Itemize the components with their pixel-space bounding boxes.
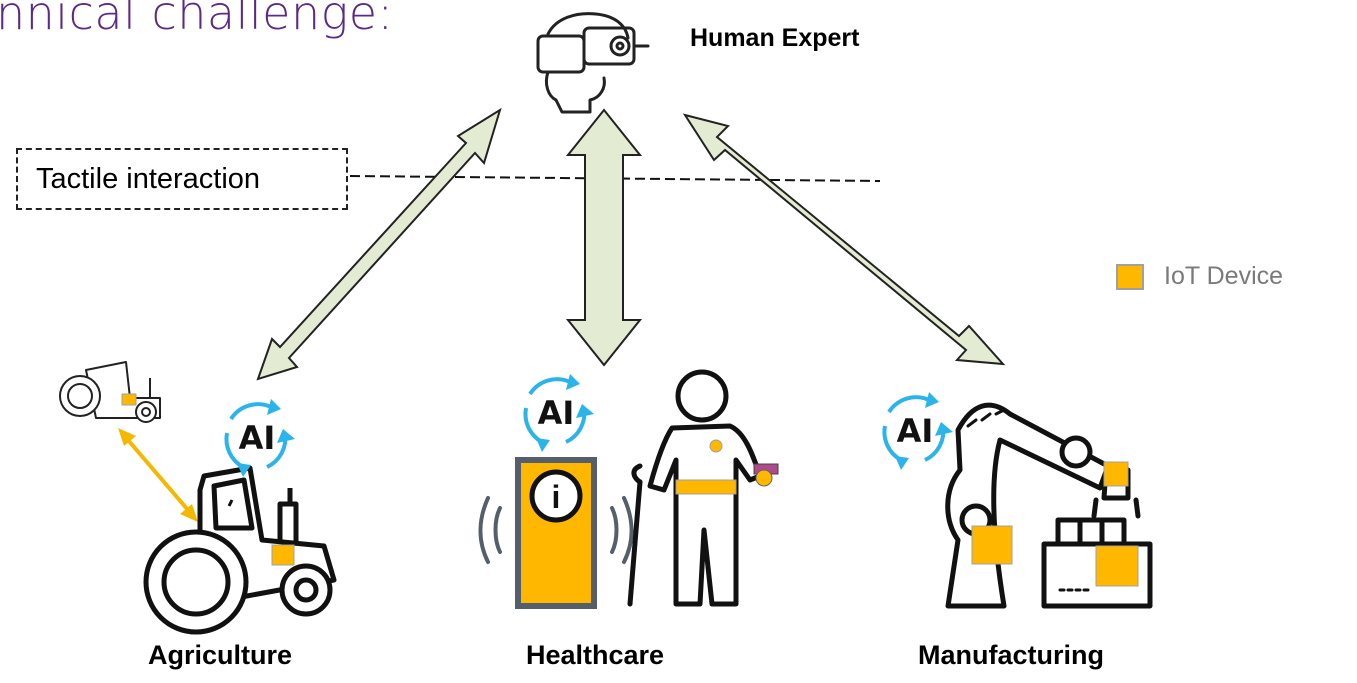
connection-arrow-icon (118, 428, 198, 522)
domain-label-manufacturing: Manufacturing (918, 640, 1104, 670)
svg-text:i: i (552, 479, 561, 515)
domain-label-healthcare: Healthcare (526, 640, 665, 670)
ai-label-healthcare: AI (538, 394, 575, 432)
iot-robot-base (971, 525, 1013, 565)
domain-label-agriculture: Agriculture (148, 640, 293, 670)
ai-label-agriculture: AI (239, 419, 276, 457)
slide-heading: nnical challenge: (0, 0, 394, 40)
ai-cycle-manufacturing-icon (882, 392, 953, 470)
ai-cycle-agriculture-icon (224, 399, 295, 477)
smartwatch-icon (753, 463, 779, 487)
arrow-expert-agriculture (256, 107, 502, 381)
tactile-interaction-line (349, 175, 881, 182)
elderly-person-icon (627, 369, 763, 607)
tactile-interaction-label: Tactile interaction (36, 162, 261, 195)
legend-iot-swatch (1116, 263, 1144, 290)
human-expert-label: Human Expert (690, 24, 860, 52)
arrow-expert-manufacturing (682, 113, 1006, 366)
ai-label-manufacturing: AI (897, 412, 934, 450)
ai-cycle-healthcare-icon (523, 374, 594, 452)
info-kiosk-icon: i (515, 457, 597, 609)
vr-headset-icon (536, 12, 650, 114)
legend-iot-label: IoT Device (1164, 262, 1284, 290)
signal-wave-icon (478, 496, 634, 564)
legend: IoT Device (1116, 262, 1283, 291)
small-tractor-icon (59, 361, 161, 423)
arrow-expert-healthcare (565, 108, 643, 367)
tractor-icon (143, 465, 337, 635)
iot-robot-gripper (1103, 461, 1129, 487)
iot-conveyor (1095, 545, 1139, 587)
iot-body-sensor (709, 439, 723, 453)
tactile-interaction-box: Tactile interaction (16, 148, 348, 210)
iot-wearable-belt (675, 479, 737, 495)
iot-device-marker (271, 544, 295, 566)
